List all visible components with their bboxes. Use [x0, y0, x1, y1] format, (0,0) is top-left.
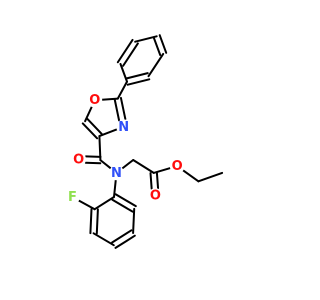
bond-ph5-ph6 — [119, 63, 128, 83]
bond-c5-c4-line-2 — [86, 117, 103, 135]
atom-oeth-label-background — [169, 158, 185, 174]
bond-cam-namide — [99, 159, 112, 170]
bond-layer — [77, 34, 224, 249]
bond-namide-ch2 — [121, 159, 135, 170]
bond-ph4-ph5-line-1 — [125, 72, 149, 80]
bond-ar5-ar6-line-1 — [95, 208, 99, 235]
bond-cest-ocarb-line-1 — [149, 172, 153, 190]
atom-n3-label-background — [116, 119, 132, 135]
bond-c4-n3 — [98, 128, 118, 138]
bond-ph2-ph3-line-1 — [152, 36, 162, 57]
bond-ar6-fl — [77, 199, 96, 211]
atom-o1-label-background — [87, 92, 103, 108]
atom-label-n3: N — [118, 120, 129, 135]
bond-ar1-ar2-line-2 — [114, 193, 137, 208]
bond-cam-oam-line-2 — [84, 161, 102, 165]
bond-ph4-ph5-line-2 — [126, 78, 151, 86]
bond-cest-oeth — [152, 167, 172, 174]
bond-ar2-ar3 — [132, 207, 136, 234]
atom-label-namide: N — [111, 166, 122, 181]
bond-ph3-ph4 — [147, 52, 165, 78]
bond-ar1-ar2-line-1 — [111, 198, 134, 213]
bond-cam-oam-line-1 — [84, 155, 102, 158]
atom-oam-label-background — [71, 151, 86, 167]
bond-n3-c2-line-2 — [113, 98, 121, 122]
bond-ph5-c2 — [116, 80, 128, 100]
bond-ph6-ph1-line-1 — [122, 42, 139, 67]
bond-ar3-ar4-line-1 — [111, 229, 133, 244]
atom-label-fl: F — [68, 190, 77, 205]
bond-ar3-ar4-line-2 — [114, 234, 136, 249]
atom-label-o1: O — [89, 93, 100, 108]
bond-cest-ocarb-line-2 — [155, 171, 160, 190]
bond-n3-c2-line-1 — [119, 96, 127, 121]
atom-label-ocarb: O — [150, 189, 161, 204]
bond-ar5-ar6-line-2 — [89, 208, 93, 235]
bond-c5-c4-line-1 — [81, 122, 99, 140]
bond-ph2-ph3-line-2 — [158, 34, 168, 54]
atom-namide-label-background — [109, 165, 124, 181]
bond-ar4-ar5 — [92, 232, 115, 247]
bond-ceth1-ceth2 — [197, 171, 224, 183]
bond-ph6-ph1-line-2 — [116, 38, 134, 64]
bond-oeth-ceth1 — [182, 169, 200, 183]
atom-label-oam: O — [73, 152, 84, 167]
bond-ch2-cest — [132, 159, 155, 174]
bond-namide-ar1 — [113, 179, 117, 198]
atom-ocarb-label-background — [148, 188, 163, 204]
bond-o1-c5 — [84, 105, 93, 123]
atom-fl-label-background — [65, 189, 80, 205]
atom-label-oeth: O — [172, 159, 183, 174]
bond-ar6-ar1 — [93, 196, 115, 211]
